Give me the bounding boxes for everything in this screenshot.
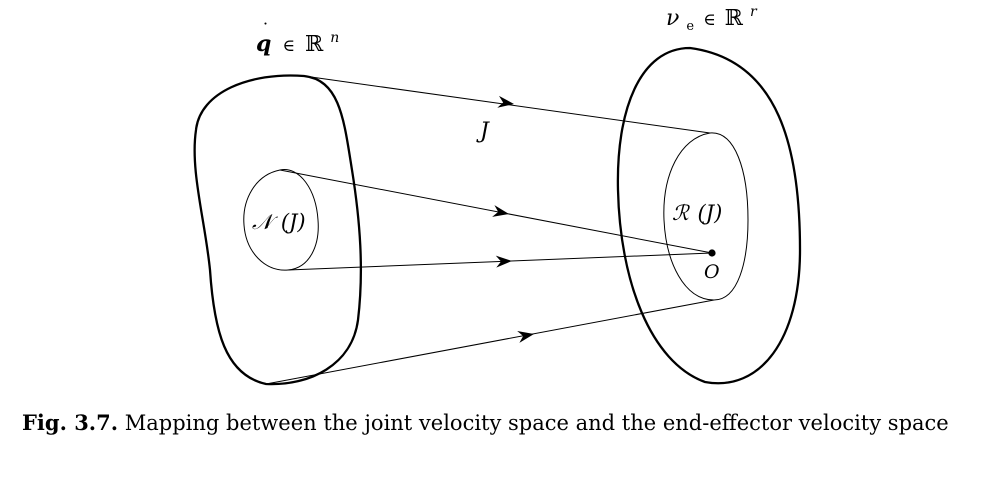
arrowheads	[492, 95, 534, 343]
joint-velocity-space-region	[193, 74, 363, 386]
mapping-line-null-top	[279, 169, 713, 254]
mapping-line-null-bottom	[287, 252, 713, 271]
range-label: ℛ (J)	[672, 201, 722, 225]
jacobian-label: J	[476, 119, 490, 144]
end-effector-velocity-space-region	[616, 46, 802, 385]
mapping-lines	[265, 75, 715, 385]
mapping-diagram: q ∈ ℝ n ˙ ν e ∈ ℝ r J 𝒩 (J) ℛ (J) O	[193, 4, 802, 386]
end-effector-velocity-space-label: ν e ∈ ℝ r	[666, 4, 758, 36]
arrowhead-bottom-icon	[517, 331, 534, 343]
arrowhead-null-bottom-icon	[495, 255, 512, 268]
arrowhead-top-icon	[497, 95, 514, 108]
mapping-line-bottom	[265, 299, 715, 385]
null-space-label: 𝒩 (J)	[252, 210, 306, 234]
caption-label: Fig. 3.7.	[22, 410, 119, 435]
joint-velocity-space-label: q ∈ ℝ n	[256, 30, 339, 57]
figure-caption: Fig. 3.7. Mapping between the joint velo…	[22, 408, 980, 438]
origin-label: O	[704, 261, 720, 283]
arrowhead-null-top-icon	[492, 205, 509, 217]
qdot-dot-icon: ˙	[261, 20, 270, 41]
origin-point	[708, 249, 716, 257]
caption-text: Mapping between the joint velocity space…	[124, 411, 949, 435]
